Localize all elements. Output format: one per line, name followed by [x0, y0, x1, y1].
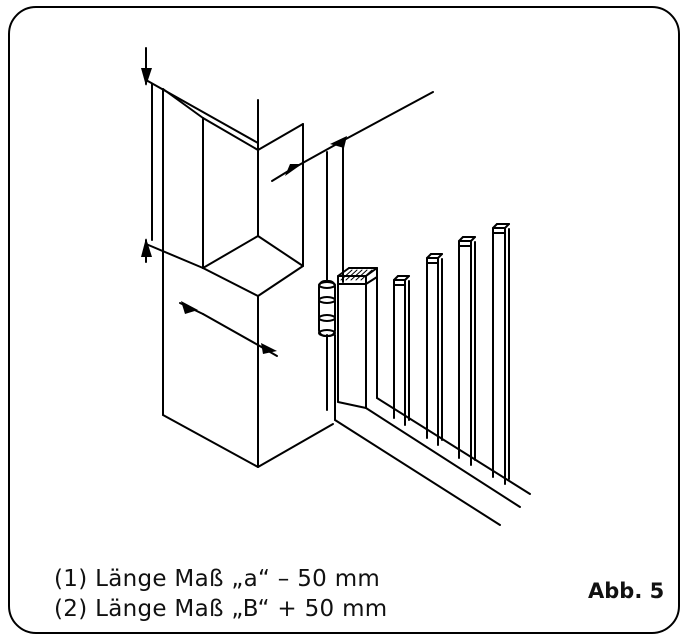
bottom-rail-1 — [365, 407, 521, 508]
step-back-left-edge — [202, 235, 259, 269]
figure-frame — [8, 6, 680, 634]
hinge — [318, 280, 336, 337]
gate — [334, 223, 531, 526]
hinge-post — [326, 145, 344, 421]
arrowhead-bottom — [141, 238, 152, 257]
arrowhead-upper-right — [330, 136, 347, 148]
step-back-right-edge — [257, 235, 304, 267]
arrowheads — [141, 68, 347, 354]
caption-length-a: (1) Länge Maß „a“ – 50 mm — [54, 566, 381, 592]
arrowhead-top — [141, 68, 152, 86]
ground-line-1 — [334, 419, 501, 526]
caption-length-b: (2) Länge Maß „B“ + 50 mm — [54, 596, 388, 622]
step-front-left-edge — [202, 267, 259, 297]
pillar — [145, 79, 334, 468]
pillar-bottom-right-edge — [257, 423, 334, 468]
figure-label: Abb. 5 — [588, 579, 665, 603]
arrowhead-lower-right — [261, 343, 277, 354]
step-front-right-edge — [257, 265, 304, 297]
arrowhead-upper-left — [285, 164, 302, 176]
arrowhead-lower-left — [181, 301, 198, 314]
bottom-rail-2 — [376, 397, 531, 495]
gate-post-top-rect — [337, 275, 367, 285]
pillar-bottom-front-edge — [162, 414, 259, 468]
